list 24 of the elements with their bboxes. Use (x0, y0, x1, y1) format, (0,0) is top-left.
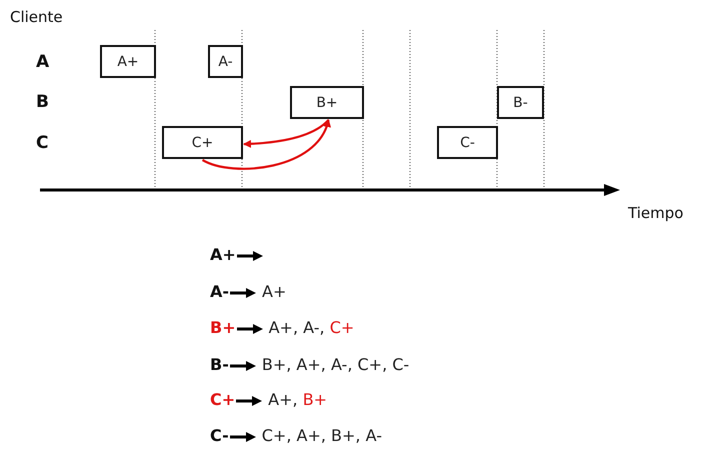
axis-title: Cliente (10, 8, 63, 26)
rule-key: C- (210, 426, 229, 445)
dependency-list: A+, A-, C+ (268, 318, 354, 337)
event-box: B+ (290, 86, 364, 119)
event-box: C- (437, 126, 498, 159)
rule-key: A+ (210, 245, 236, 264)
rule-key: A- (210, 282, 230, 301)
event-box: A- (208, 45, 243, 78)
axis-title: Tiempo (628, 204, 684, 222)
rule-key: B+ (210, 318, 236, 337)
rule-key: C+ (210, 390, 236, 409)
row-label: A (36, 52, 50, 72)
dependency-list: A+ (262, 282, 286, 301)
dependency-list: C+, A+, B+, A- (262, 426, 382, 445)
event-box: A+ (100, 45, 156, 78)
event-box: C+ (162, 126, 243, 159)
arrow (202, 119, 330, 170)
row-label: B (36, 92, 49, 112)
rule-key: B- (210, 355, 229, 374)
dependency-list: A+, B+ (268, 390, 328, 409)
event-box: B- (497, 86, 544, 119)
dependency-list: B+, A+, A-, C+, C- (262, 355, 410, 374)
row-label: C (36, 133, 48, 153)
arrow (243, 119, 330, 148)
